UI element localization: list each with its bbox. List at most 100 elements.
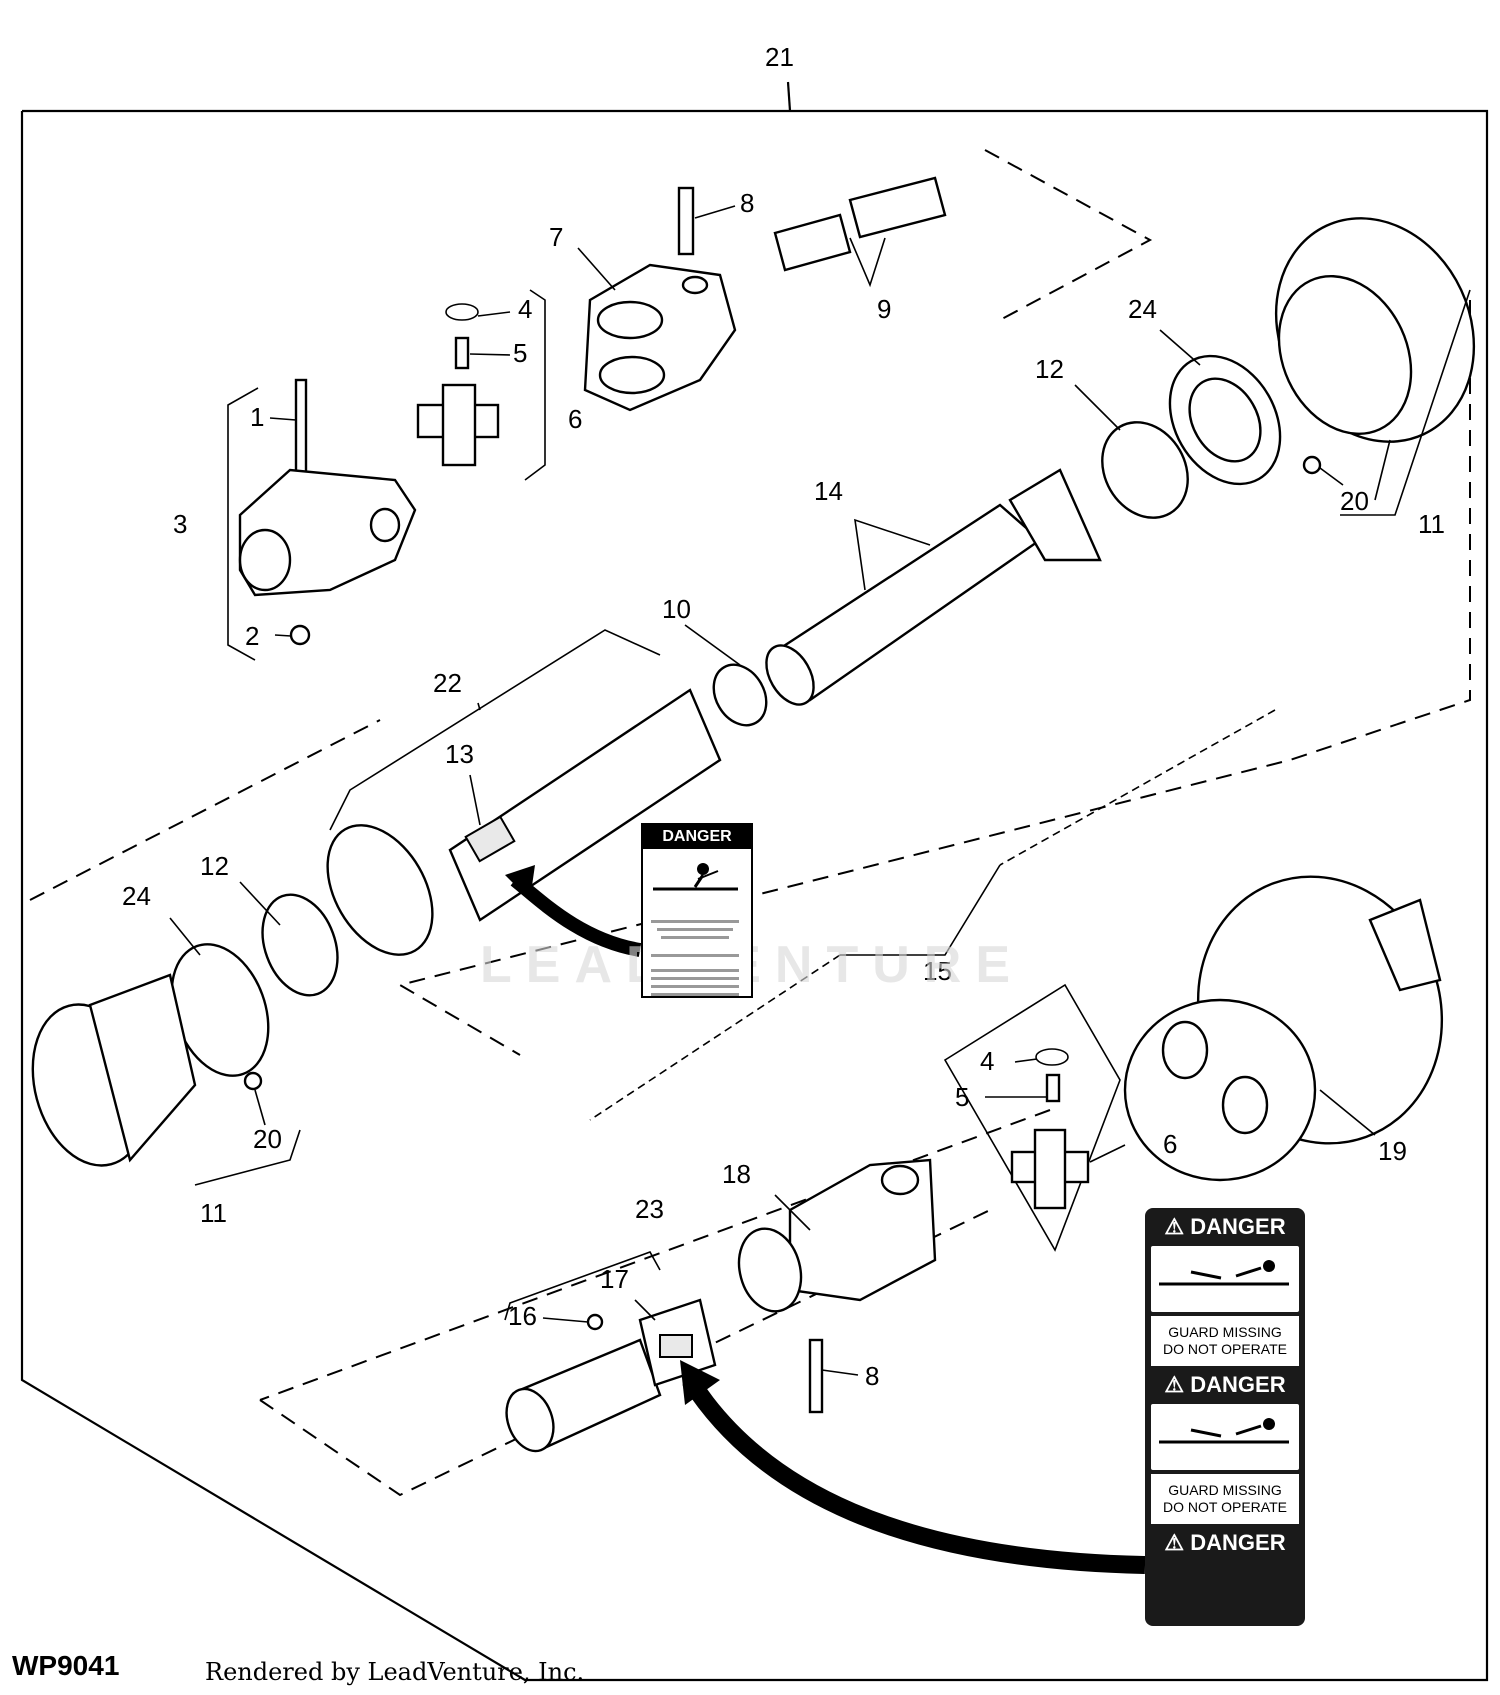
hazard-pictogram-icon [653,863,738,891]
group-outline-middle [397,300,1471,1056]
callout-12-lower: 12 [200,851,229,881]
callout-6-top: 6 [568,404,582,434]
group-outline-bottom-2 [259,1109,1051,1401]
callout-22: 22 [433,668,462,698]
bracket-3 [227,387,259,661]
decal-warning-1-line-1: GUARD MISSING [1168,1324,1282,1340]
group-outline-top [984,149,1153,321]
part-15-chain-upper [999,709,1276,866]
part-4-snap-ring-lower [1035,1048,1069,1066]
callout-labels: 21 8 7 9 4 5 6 1 3 2 24 12 20 11 14 10 2… [122,42,1445,1391]
part-15-chain-lower [589,954,841,1121]
callout-1: 1 [250,402,264,432]
callout-15: 15 [923,956,952,986]
part-6-cross-bearing-top [416,383,500,467]
entanglement-hazard-icon [1159,1418,1289,1444]
callout-3: 3 [173,509,187,539]
decal-warning-1: GUARD MISSING DO NOT OPERATE [1151,1316,1299,1366]
small-decal-header: DANGER [643,825,751,849]
large-danger-decal: ⚠ DANGER GUARD MISSING DO NOT OPERATE ⚠ … [1145,1208,1305,1626]
callout-11-top: 11 [1418,509,1445,539]
decal-header-3: ⚠ DANGER [1164,1530,1286,1555]
decal-warning-2: GUARD MISSING DO NOT OPERATE [1151,1474,1299,1524]
warning-triangle-icon: ⚠ [1164,1530,1185,1555]
callout-21: 21 [765,42,794,72]
callout-20-top: 20 [1340,486,1369,516]
group-outline-left [29,719,381,901]
decal-header-2: ⚠ DANGER [1164,1372,1286,1397]
callout-4-top: 4 [518,294,532,324]
callout-24-lower: 24 [122,881,151,911]
part-6-cross-bearing-lower [1010,1128,1090,1210]
callout-24-top: 24 [1128,294,1157,324]
decal-arrowhead-lower [680,1360,720,1405]
part-23-profile-tube [505,1338,662,1453]
callout-18: 18 [722,1159,751,1189]
assembly-frame [20,109,1489,1682]
part-20-screw-top [1302,455,1322,475]
part-18-yoke [737,1158,937,1313]
callout-16: 16 [508,1301,537,1331]
part-22-outer-guard-tube [326,688,722,956]
callout-7: 7 [549,222,563,252]
callout-19: 19 [1378,1136,1407,1166]
bracket-23 [504,1251,661,1321]
part-16-grease-fitting [586,1313,604,1331]
decal-header-1: ⚠ DANGER [1164,1214,1286,1239]
part-8-roll-pin-lower [808,1338,824,1414]
callout-23: 23 [635,1194,664,1224]
callout-2: 2 [245,621,259,651]
callout-4-lower: 4 [980,1046,994,1076]
part-1-bolt [294,378,308,482]
callout-8-top: 8 [740,188,754,218]
small-danger-decal: DANGER [641,823,753,998]
callout-10: 10 [662,594,691,624]
part-24-bearing-top-inner [1188,377,1262,463]
bracket-6-lower [943,983,1121,1252]
decal-pictogram-1 [1151,1246,1299,1312]
render-credit: Rendered by LeadVenture, Inc. [205,1658,585,1686]
bracket-6-top [524,289,546,481]
part-2-nut [289,624,311,646]
callout-14: 14 [814,476,843,506]
decal-warning-1-line-2: DO NOT OPERATE [1163,1341,1287,1357]
part-13-decal-band [464,815,516,863]
part-12-bearing-top [1101,421,1189,519]
part-9-spline-tubes [773,176,947,272]
warning-triangle-icon: ⚠ [1164,1214,1185,1239]
callout-11-lower: 11 [200,1198,227,1228]
part-4-snap-ring-top [445,303,479,321]
leader-15 [840,864,1001,956]
decal-arrowhead-upper [505,865,535,900]
callout-8-lower: 8 [865,1361,879,1391]
warning-triangle-icon: ⚠ [1164,1372,1185,1397]
decal-pointer-arrow-lower [682,1375,1146,1574]
leader-21 [786,81,792,112]
part-19-slip-clutch [1123,875,1444,1182]
bracket-11-lower [194,1129,301,1186]
diagram-id-label: WP9041 [12,1650,120,1681]
decal-warning-2-line-2: DO NOT OPERATE [1163,1499,1287,1515]
callout-5-top: 5 [513,338,527,368]
callout-12-top: 12 [1035,354,1064,384]
callout-20-lower: 20 [253,1124,282,1154]
part-11-cone-top [1274,217,1476,443]
part-17-decal-sleeve [638,1298,717,1387]
callout-9: 9 [877,294,891,324]
part-3-clamp-yoke [238,468,417,597]
entanglement-hazard-icon [1159,1260,1289,1286]
group-outline-bottom [259,1209,991,1497]
callout-17: 17 [600,1264,629,1294]
part-20-screw-lower [243,1071,263,1091]
decal-fine-print-graphic [651,920,739,996]
bracket-22 [329,629,661,831]
callout-13: 13 [445,739,474,769]
part-10-bearing-ring [712,663,768,727]
part-5-grease-fitting-lower [1045,1073,1061,1103]
part-11-cone-lower [31,973,197,1167]
part-14-guard-tube [765,468,1102,706]
decal-warning-2-line-1: GUARD MISSING [1168,1482,1282,1498]
callout-6-lower: 6 [1163,1129,1177,1159]
bracket-11-top [1340,289,1471,516]
